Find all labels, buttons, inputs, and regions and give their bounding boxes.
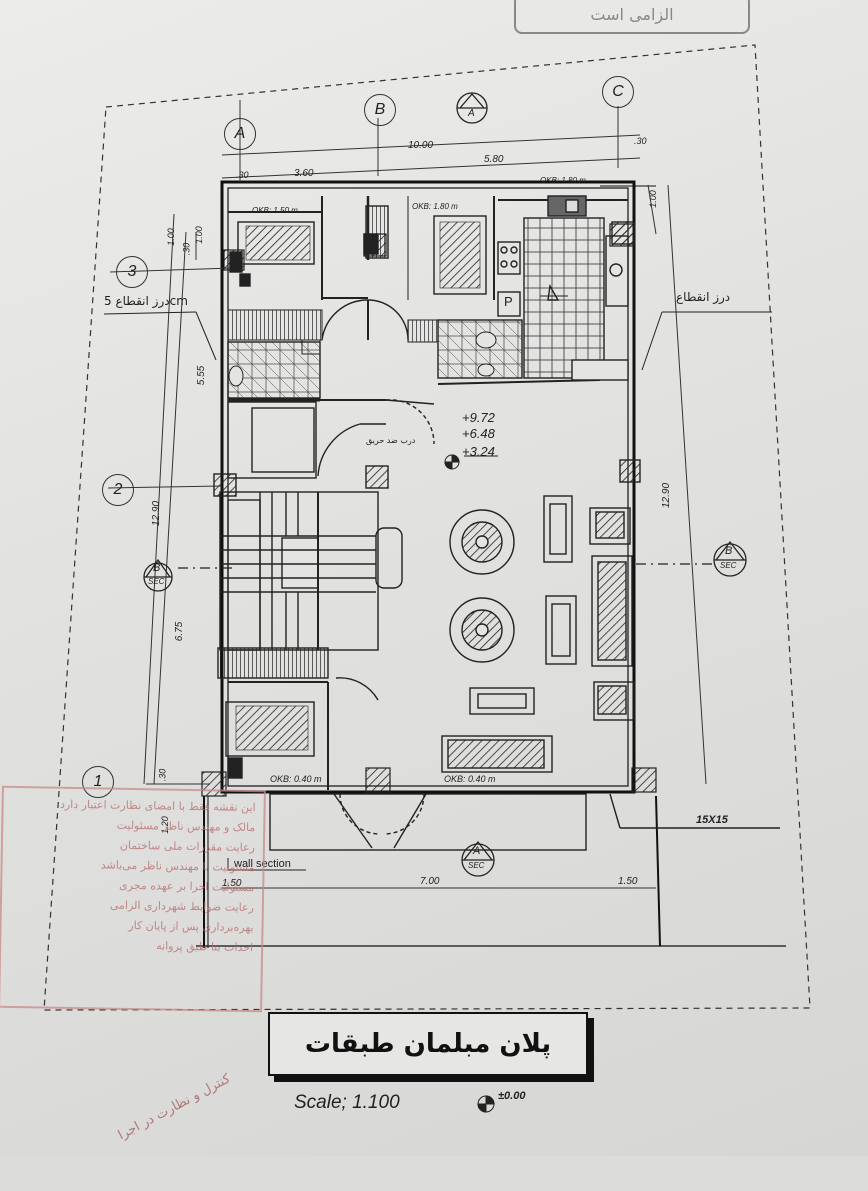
living-room: [441, 459, 641, 773]
floor-plan: [43, 44, 811, 1113]
columns: [201, 223, 657, 797]
entry-area: [213, 399, 435, 497]
level-3: +3.24: [462, 444, 495, 459]
drawing-title: پلان مبلمان طبقات: [304, 1029, 552, 1059]
top-note: الزامی است: [590, 4, 674, 24]
grid-bubble-1: 1: [82, 766, 114, 798]
scale-text: Scale; 1.100: [294, 1092, 400, 1113]
dim-left-555: 5.55: [196, 365, 208, 386]
column-size: 15X15: [696, 814, 728, 826]
dim-top-a-b: 3.60: [294, 168, 314, 179]
section-markers: [143, 92, 747, 877]
datum-text: ±0.00: [498, 1090, 526, 1102]
leaders: [103, 311, 772, 871]
wall-section-label: wall section: [234, 858, 291, 870]
dim-bottom-right: 1.50: [618, 876, 638, 887]
grid-bubble-c: C: [602, 76, 634, 108]
dim-left-top-30: .30: [181, 242, 192, 256]
dim-left-top-100: 1.00: [165, 228, 176, 246]
dim-left-675: 6.75: [174, 621, 186, 642]
dim-right-1290: 12.90: [661, 482, 673, 509]
level-2: +6.48: [462, 426, 495, 441]
dim-left-top-100b: 1.00: [193, 226, 204, 244]
kitchen: [497, 195, 635, 381]
okb-bot-right: OKB: 0.40 m: [444, 774, 496, 784]
expansion-joint-right: درز انقطاع: [676, 290, 731, 304]
kitchen-p: P: [504, 294, 513, 309]
level-1: +9.72: [462, 410, 495, 425]
sec-b-right-tag: SEC: [720, 561, 737, 570]
datum-marker: [477, 1095, 495, 1113]
dim-left-1290: 12.90: [151, 500, 163, 527]
expansion-joint-left: درز انقطاع 5cm: [104, 294, 188, 308]
dim-right-100: 1.00: [647, 190, 658, 208]
corridor-top: [321, 196, 409, 341]
dim-top-total: 10.00: [408, 140, 434, 151]
sec-b-left-label: B: [153, 562, 161, 574]
balcony: [269, 793, 780, 851]
section-lines: [178, 563, 716, 569]
bathroom-left: [227, 339, 321, 402]
dim-left-bot-30: .30: [157, 768, 168, 782]
wardrobe: [227, 309, 323, 341]
sec-a-top-label: A: [468, 108, 475, 119]
stamp-line: احداث بنا طبق پروانه: [156, 939, 254, 955]
sec-b-left-tag: SEC: [148, 577, 165, 586]
dim-top-left-offset: .30: [236, 170, 249, 180]
okb-right: OKB: 1.80 m: [540, 176, 586, 185]
approval-stamp: این نقشه فقط با امضای نظارت اعتبار دارد …: [0, 785, 266, 1013]
fire-door-note: درب ضد حریق: [366, 436, 416, 445]
dim-top-right-offset: .30: [634, 136, 647, 146]
grid-bubble-b: B: [364, 94, 396, 126]
sec-b-right-label: B: [725, 545, 733, 557]
okb-left: OKB: 1.50 m: [252, 206, 298, 215]
okb-mid: OKB: 1.80 m: [412, 202, 458, 211]
dim-top-b-c: 5.80: [484, 154, 504, 165]
site-boundary: [43, 44, 811, 1011]
bedroom-bottom: [225, 681, 329, 790]
sec-a-bottom-label: A: [473, 845, 481, 857]
level-marker: [444, 454, 498, 470]
bedroom-top-middle: [407, 196, 521, 317]
grid-bubble-2: 2: [102, 474, 134, 506]
drawing-sheet: الزامی است: [0, 0, 868, 1156]
staircase: [217, 491, 403, 701]
drawing-title-box: پلان مبلمان طبقات: [268, 1012, 588, 1076]
bathroom-middle: [407, 319, 601, 385]
grid-bubble-3: 3: [116, 256, 148, 288]
sec-a-bottom-tag: SEC: [468, 861, 485, 870]
dim-bottom-mid: 7.00: [420, 876, 440, 887]
dimension-lines: [107, 100, 707, 889]
okb-bot-left: OKB: 0.40 m: [270, 774, 322, 784]
top-note-box: الزامی است: [514, 0, 750, 34]
grid-bubble-a: A: [224, 118, 256, 150]
dim-bottom-left: 1.50: [222, 878, 242, 889]
